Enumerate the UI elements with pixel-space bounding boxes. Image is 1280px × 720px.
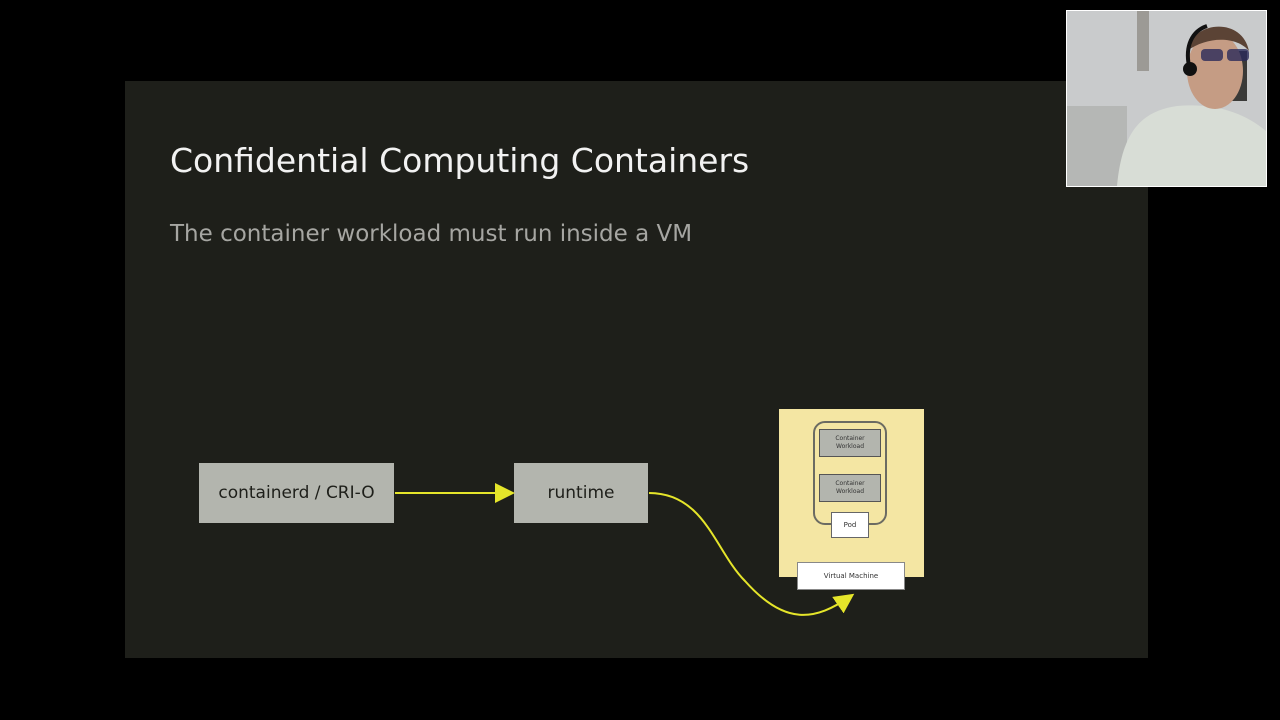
- container-workload-box: Container Workload: [819, 474, 881, 502]
- presentation-slide: Confidential Computing Containers The co…: [125, 81, 1148, 658]
- runtime-box: runtime: [514, 463, 648, 523]
- slide-subtitle: The container workload must run inside a…: [170, 221, 693, 247]
- containerd-box: containerd / CRI-O: [199, 463, 394, 523]
- pod-label: Pod: [831, 512, 869, 538]
- virtual-machine-container: Container Workload Container Workload Po…: [779, 409, 924, 577]
- container-workload-box: Container Workload: [819, 429, 881, 457]
- presenter-webcam: [1066, 10, 1267, 187]
- presenter-video-icon: [1067, 11, 1266, 186]
- slide-title: Confidential Computing Containers: [170, 141, 750, 180]
- virtual-machine-label: Virtual Machine: [797, 562, 905, 590]
